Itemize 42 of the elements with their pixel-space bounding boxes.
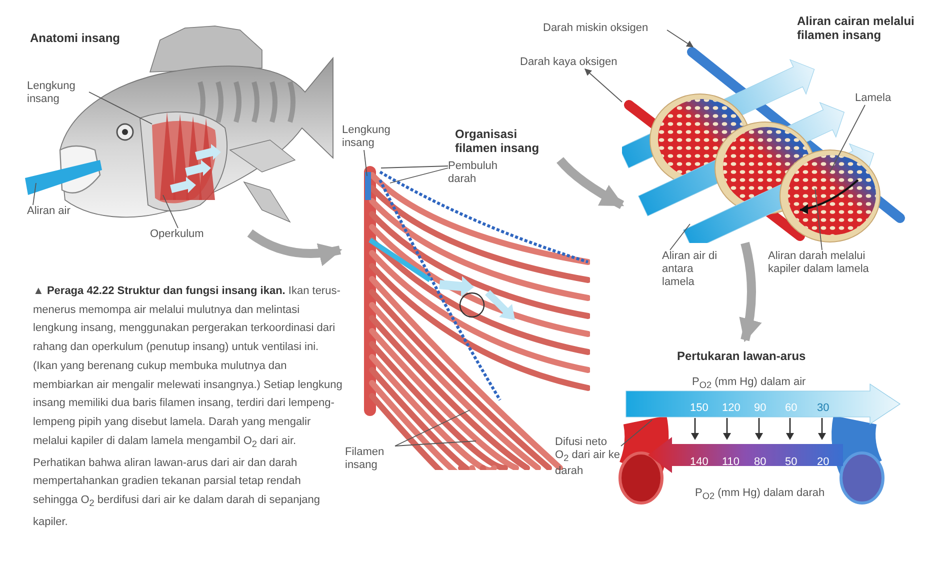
- leader-line: [394, 440, 476, 446]
- value-label: 150: [690, 402, 708, 415]
- value-label: 80: [754, 456, 766, 469]
- callout-label: Aliran air di antara lamela: [662, 250, 728, 289]
- leader-line: [380, 166, 448, 168]
- value-label: 20: [817, 456, 830, 469]
- flow-arrow: [556, 157, 624, 209]
- callout-label: Lamela: [855, 92, 897, 105]
- value-label: 60: [785, 402, 798, 415]
- axis-label: P$_{O2}$ (mm Hg) dalam air: [692, 376, 806, 392]
- callout-label: Lengkung insang: [342, 124, 404, 150]
- panel-title: Organisasi filamen insang: [455, 127, 540, 155]
- value-label: 110: [722, 456, 740, 469]
- leader-line: [394, 410, 470, 446]
- leader-line: [830, 104, 866, 172]
- arrow: [584, 68, 622, 102]
- leader-line: [390, 168, 448, 184]
- flow-arrow: [247, 229, 342, 266]
- callout-label: Darah miskin oksigen: [543, 22, 667, 35]
- value-label: 50: [785, 456, 798, 469]
- panel-title: Anatomi insang: [30, 31, 120, 45]
- callout-label: Aliran darah melalui kapiler dalam lamela: [768, 250, 896, 276]
- leader-line: [32, 182, 36, 206]
- axis-label: P$_{O2}$ (mm Hg) dalam darah: [695, 487, 825, 504]
- leader-line: [670, 224, 690, 250]
- callout-label: Aliran air: [27, 205, 72, 218]
- value-label: 140: [690, 456, 708, 469]
- value-label: 90: [754, 402, 766, 415]
- panel-title: Pertukaran lawan-arus: [677, 349, 806, 363]
- callout-label: Darah kaya oksigen: [520, 56, 632, 69]
- value-label: 30: [817, 402, 830, 415]
- callout-label: Pembuluh darah: [448, 160, 510, 186]
- callout-label: Lengkung insang: [27, 80, 89, 106]
- leader-line: [162, 194, 178, 228]
- arrow: [666, 30, 694, 48]
- flow-arrow: [738, 242, 762, 342]
- value-label: 120: [722, 402, 740, 415]
- figure-caption: ▲ Peraga 42.22 Struktur dan fungsi insang ikan. Ikan terus-menerus memompa air melalui mulutnya dan melintasi lengkung insang, menggunakan pergerakan terkoordinasi dari rahang dan operkulum (penutup insang) untuk ventilasi ini. (Ikan yang berenang cukup membuka mulutnya dan membiarkan air mengalir melewati insangnya.) Setiap lengkung insang memiliki dua baris filamen insang, terdiri dari lempeng-lempeng pipih yang disebut lamela. Darah yang mengalir melalui kapiler di dalam lamela mengambil O$_{2}$ dari air. Perhatikan bahwa aliran lawan-arus dari air dan darah mempertahankan gradien tekanan parsial tetap rendah sehingga O$_{2}$ berdifusi dari air ke dalam darah di sepanjang kapiler.: [33, 284, 343, 530]
- callout-label: Operkulum: [150, 228, 222, 241]
- panel-title: Aliran cairan melalui filamen insang: [797, 14, 916, 42]
- callout-label: Difusi neto O$_{2}$ dari air ke darah: [555, 436, 621, 478]
- leader-line: [364, 150, 368, 176]
